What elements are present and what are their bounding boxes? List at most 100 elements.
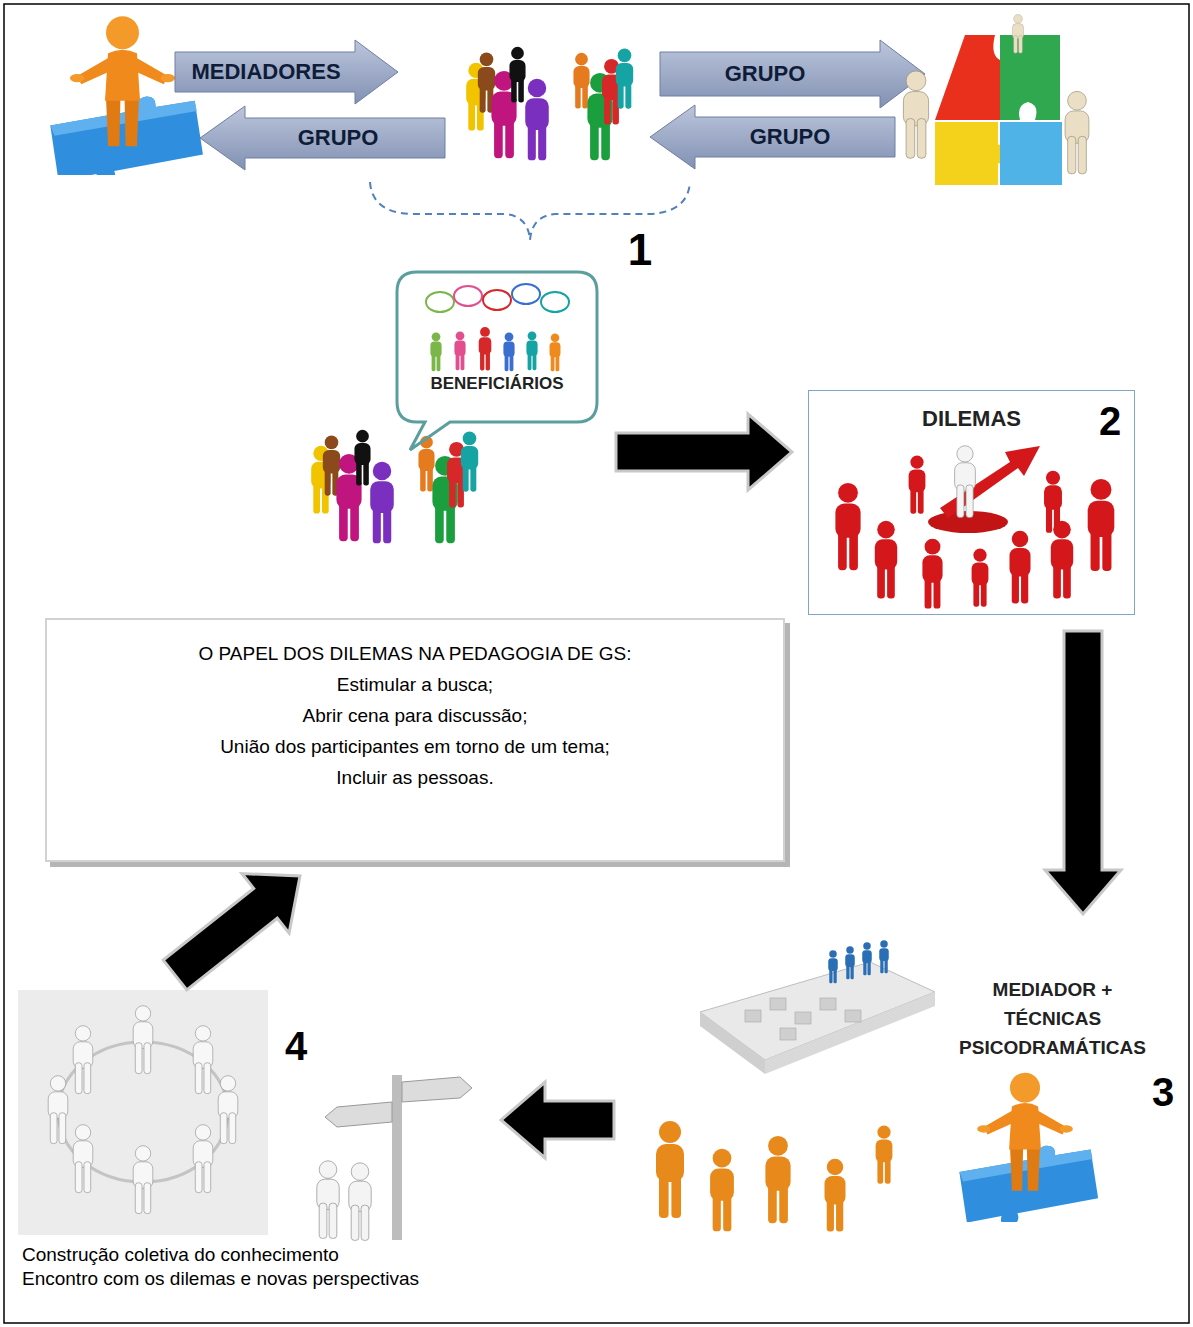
signpost-picture xyxy=(349,1163,371,1241)
block-arrow-connector xyxy=(616,414,792,490)
dilemma-picture xyxy=(835,483,860,570)
signpost-picture xyxy=(317,1075,472,1240)
signpost-picture xyxy=(325,1102,392,1127)
outcome-picture xyxy=(73,1125,93,1193)
people-group xyxy=(573,53,589,109)
bubble-picture xyxy=(503,332,514,371)
node-body-text: Incluir as pessoas. xyxy=(57,762,773,793)
signpost-picture xyxy=(317,1161,339,1239)
bubble-picture xyxy=(483,290,511,310)
arrow-label: GRUPO xyxy=(298,127,379,149)
outcome-picture xyxy=(133,1006,153,1074)
outcome-picture xyxy=(193,1026,213,1094)
mediator-picture xyxy=(795,1012,811,1024)
node-text: BENEFICIÁRIOS xyxy=(397,373,597,395)
speech-bubble: BENEFICIÁRIOS xyxy=(300,270,600,560)
outcome-picture xyxy=(48,1076,68,1144)
node-body-text: Abrir cena para discussão; xyxy=(57,700,773,731)
bubble-outline xyxy=(300,270,600,560)
outcome-picture xyxy=(218,1076,238,1144)
callout-number: 2 xyxy=(1099,401,1121,441)
puzzle-team xyxy=(1000,122,1062,185)
outcome-picture xyxy=(18,990,268,1235)
block-arrow xyxy=(660,40,925,108)
node-body-text: Estimular a busca; xyxy=(57,669,773,700)
bubble-picture xyxy=(541,292,569,312)
block-arrow xyxy=(200,106,445,170)
mediator-picture xyxy=(820,998,836,1010)
dilemma-picture xyxy=(955,446,976,518)
puzzle-team xyxy=(935,35,1000,120)
arrow-label: GRUPO xyxy=(725,63,806,85)
bubble-picture xyxy=(454,286,482,306)
puzzle-team xyxy=(1065,91,1089,173)
mediator-picture xyxy=(745,1010,761,1022)
dilemma-picture xyxy=(922,539,942,609)
mediator-picture xyxy=(828,950,838,983)
people-group xyxy=(525,79,549,160)
node-body-text: Encontro com os dilemas e novas perspect… xyxy=(22,1267,485,1291)
people-group xyxy=(509,47,525,103)
mediator-picture xyxy=(765,1136,790,1223)
callout-number: 1 xyxy=(628,228,652,272)
node-text: Construção coletiva do conhecimento xyxy=(22,1243,485,1267)
bubble-picture xyxy=(426,292,454,312)
block-arrow-connector xyxy=(163,874,300,990)
outcome-panel: Construção coletiva do conhecimentoEncon… xyxy=(15,985,485,1297)
dilemma-picture xyxy=(909,456,926,514)
outcome-picture xyxy=(18,990,268,1235)
puzzle-team xyxy=(903,14,1089,185)
people-group xyxy=(370,462,394,543)
dilemma-picture xyxy=(875,521,897,599)
mediator-picture xyxy=(845,1010,861,1022)
block-arrow-connector xyxy=(501,1082,614,1158)
bubble-picture xyxy=(550,333,561,371)
people-group xyxy=(616,49,633,109)
block-arrow xyxy=(650,105,895,169)
outcome-picture xyxy=(193,1125,213,1193)
bubble-picture xyxy=(426,284,569,371)
mediator-picture xyxy=(780,1028,796,1040)
outcome-picture xyxy=(73,1026,93,1094)
node-text: MEDIADOR + TÉCNICAS PSICODRAMÁTICAS xyxy=(948,975,1158,1062)
bubble-outline xyxy=(397,272,597,450)
signpost-picture xyxy=(402,1077,472,1102)
mediator-picture xyxy=(876,1126,893,1184)
frame xyxy=(4,4,1189,1323)
mediator-picture xyxy=(770,998,786,1010)
mediator-panel: MEDIADOR + TÉCNICAS PSICODRAMÁTICAS xyxy=(630,930,1175,1235)
dilemma-picture xyxy=(835,446,1114,609)
dilemma-picture xyxy=(1088,479,1115,571)
mediator-figure xyxy=(50,16,203,184)
puzzle-team xyxy=(903,71,928,158)
dilemma-box: DILEMAS xyxy=(808,390,1135,615)
mediator-picture xyxy=(862,942,872,975)
bubble-picture xyxy=(526,331,537,370)
bubble-picture xyxy=(479,327,492,371)
mediator-picture xyxy=(879,940,889,973)
arrow-label: MEDIADORES xyxy=(191,61,340,83)
dilemma-picture xyxy=(940,446,1040,518)
mediator-picture xyxy=(656,1121,684,1218)
people-group xyxy=(466,47,633,160)
mediator-picture xyxy=(825,1159,846,1232)
mediator-picture xyxy=(845,946,855,979)
dilemma-picture xyxy=(1051,521,1073,599)
puzzle-team xyxy=(1012,14,1023,53)
outcome-picture xyxy=(133,1146,153,1214)
people-group xyxy=(354,430,370,486)
mediator-picture xyxy=(710,1149,734,1231)
callout-number: 3 xyxy=(1152,1072,1174,1112)
callout-number: 4 xyxy=(285,1026,307,1066)
signpost-picture xyxy=(392,1075,402,1240)
mediator-figure xyxy=(959,1073,1098,1226)
people-group xyxy=(461,432,478,492)
text-box: O PAPEL DOS DILEMAS NA PEDAGOGIA DE GS:E… xyxy=(45,618,785,862)
dilemma-picture xyxy=(1010,531,1031,604)
node-text: DILEMAS xyxy=(817,405,1126,433)
mediator-picture xyxy=(656,940,935,1231)
node-body-text: União dos participantes em torno de um t… xyxy=(57,731,773,762)
node-text: O PAPEL DOS DILEMAS NA PEDAGOGIA DE GS: xyxy=(57,638,773,669)
bubble-picture xyxy=(430,332,441,371)
